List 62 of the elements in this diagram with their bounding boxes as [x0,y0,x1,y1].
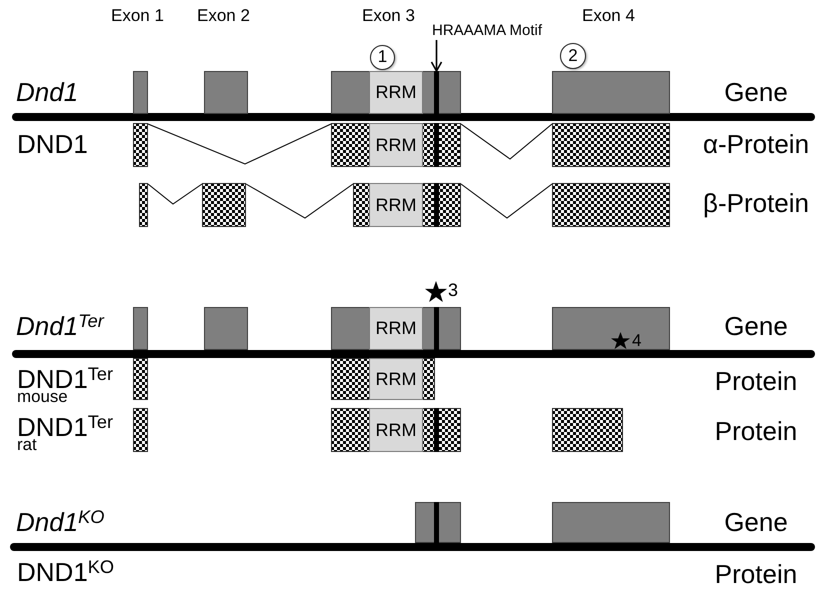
gene-name: Dnd1$^{Ter}$ [16,312,104,342]
exon-block [133,71,148,114]
row-type-label: α-Protein [702,130,810,160]
exon-block [415,502,461,543]
motif-bar [434,71,439,114]
exon-block [331,307,461,350]
splice-line [148,184,202,205]
checkered-exon-block [552,408,623,452]
rrm-domain-box: RRM [369,183,423,227]
motif-bar [434,183,439,227]
checkered-exon-block [331,408,461,452]
protein-name: DND1$^{KO}$ [17,558,114,588]
checkered-exon-block [353,183,461,227]
mutation-number: 3 [448,280,458,301]
leader-arrow [430,40,442,72]
rrm-domain-box: RRM [369,71,423,114]
exon-block [204,71,248,114]
splice-line [148,124,332,165]
exon-label: Exon 4 [582,6,635,26]
motif-bar [434,307,439,350]
splice-line [460,184,552,219]
checkered-exon-block [133,408,148,452]
motif-bar [434,123,439,167]
exon-block [331,71,461,114]
row-type-label: Protein [714,367,798,397]
checkered-exon-block [133,123,148,167]
mutation-number: 4 [632,331,642,351]
protein-name: DND1 [17,130,88,160]
row-type-label: Protein [714,560,798,590]
checkered-exon-block [133,358,148,400]
checkered-exon-block [552,123,670,167]
rrm-domain-box: RRM [369,358,423,400]
exon-block [552,71,670,114]
exon-label: Exon 1 [111,6,164,26]
rrm-domain-box: RRM [369,123,423,167]
exon-label: Exon 3 [362,6,415,26]
exon-block [204,307,248,350]
row-type-label: Gene [724,508,788,538]
rrm-domain-box: RRM [369,307,423,350]
checkered-exon-block [139,183,148,227]
row-type-label: β-Protein [703,189,809,219]
motif-label: HRAAAMA Motif [432,22,542,39]
row-type-label: Gene [724,312,788,342]
gene-name: Dnd1 [16,78,78,108]
exon-label: Exon 2 [197,6,250,26]
checkered-exon-block [552,183,670,227]
numbered-circle: 2 [560,43,586,69]
exon-block [552,502,670,543]
numbered-circle: 1 [370,45,395,70]
checkered-exon-block [331,123,461,167]
checkered-exon-block [331,358,435,400]
splice-line [460,124,552,160]
row-type-label: Gene [724,78,788,108]
exon-block [133,307,148,350]
rrm-domain-box: RRM [369,408,423,452]
exon-block [552,307,670,350]
gene-name: Dnd1$^{KO}$ [16,508,104,538]
motif-bar [434,502,439,543]
splice-line [246,184,354,219]
row-type-label: Protein [714,417,798,447]
motif-bar [434,408,439,452]
checkered-exon-block [202,183,246,227]
